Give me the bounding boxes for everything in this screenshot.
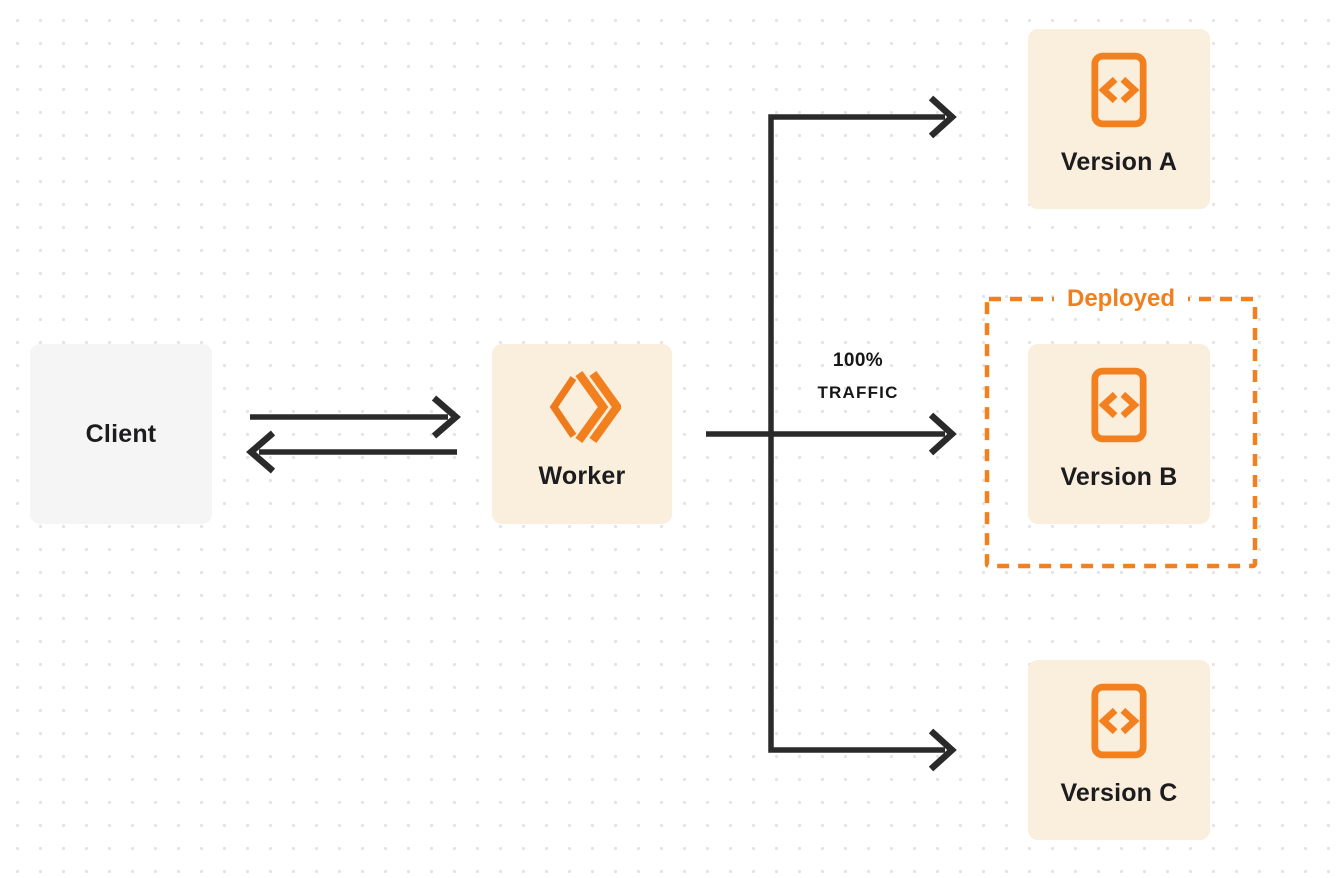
version-b-label: Version B	[1060, 463, 1178, 491]
worker-label: Worker	[538, 462, 626, 490]
code-file-icon	[1090, 52, 1148, 128]
arrow-worker-to-client-head	[246, 430, 276, 474]
version-a-node: Version A	[1028, 29, 1210, 209]
deployed-label: Deployed	[1053, 284, 1189, 314]
traffic-word: TRAFFIC	[817, 383, 899, 402]
worker-node: Worker	[492, 344, 672, 524]
arrow-worker-to-version-b-head	[928, 412, 957, 456]
arrow-to-version-a-head	[928, 95, 957, 139]
traffic-percent: 100%	[832, 350, 884, 371]
client-node: Client	[30, 344, 212, 524]
arrow-client-to-worker-head	[431, 395, 461, 439]
cloudflare-workers-icon	[543, 368, 623, 446]
arrow-to-version-c-head	[928, 728, 957, 772]
version-c-label: Version C	[1060, 779, 1178, 807]
code-file-icon	[1090, 683, 1148, 759]
version-a-label: Version A	[1060, 148, 1178, 176]
version-b-node: Version B	[1028, 344, 1210, 524]
code-file-icon	[1090, 367, 1148, 443]
version-c-node: Version C	[1028, 660, 1210, 840]
branch-to-version-c-line	[768, 434, 945, 753]
traffic-label: 100% TRAFFIC	[817, 350, 898, 403]
client-label: Client	[85, 419, 157, 448]
